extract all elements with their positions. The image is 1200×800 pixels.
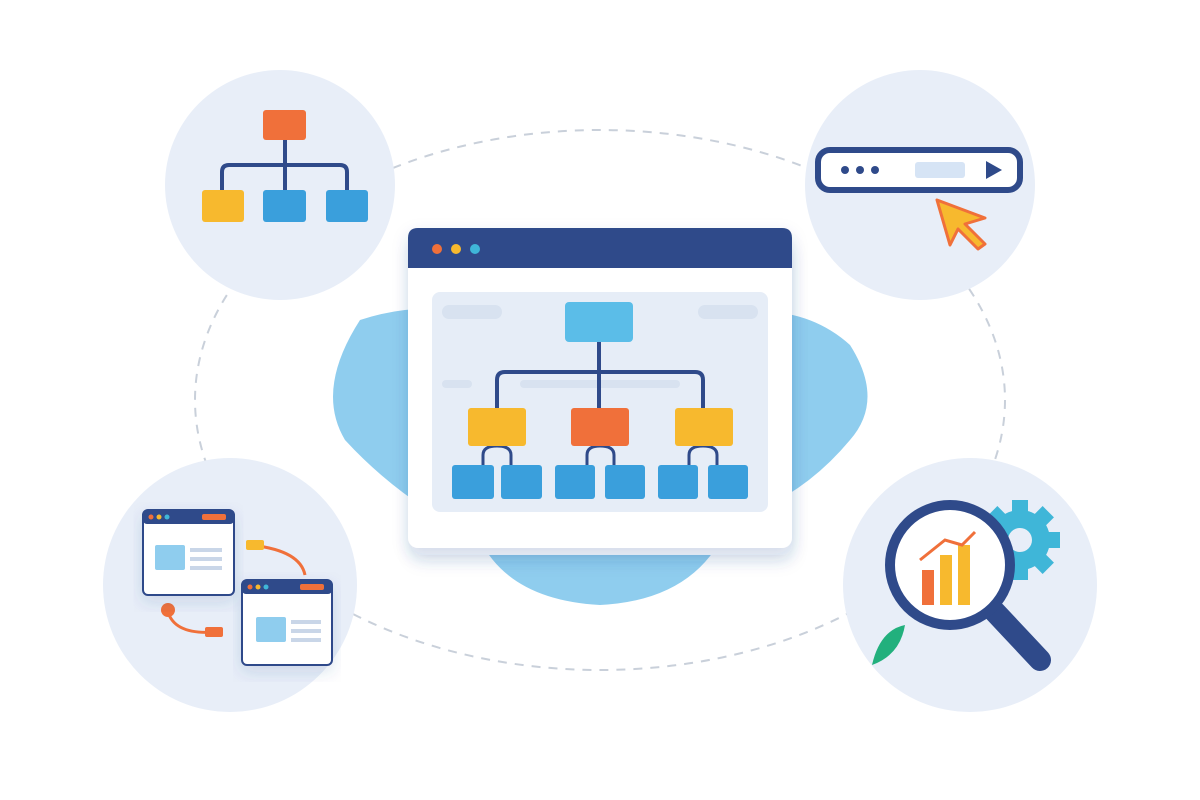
org-chart-icon [202,110,368,222]
window-title-bar [408,228,792,268]
window-dot-teal [470,244,480,254]
tree-leaf [452,465,494,499]
tree-leaf [501,465,542,499]
tree-node [571,408,629,446]
linked-windows-icon [142,509,333,666]
sitemap-tree [452,302,748,499]
tree-leaf [555,465,595,499]
leaf-icon [872,625,905,665]
tree-node-root [565,302,633,342]
tree-node [468,408,526,446]
tree-leaf [658,465,698,499]
window-dot-yellow [451,244,461,254]
search-bar-cursor-icon [815,147,1023,251]
tree-node [675,408,733,446]
window-dot-orange [432,244,442,254]
tree-leaf [708,465,748,499]
tree-leaf [605,465,645,499]
magnifier-analytics-gear-icon [872,500,1060,671]
dashed-orbit [194,129,1006,671]
circle-top-left [165,70,395,300]
browser-window [408,228,792,555]
